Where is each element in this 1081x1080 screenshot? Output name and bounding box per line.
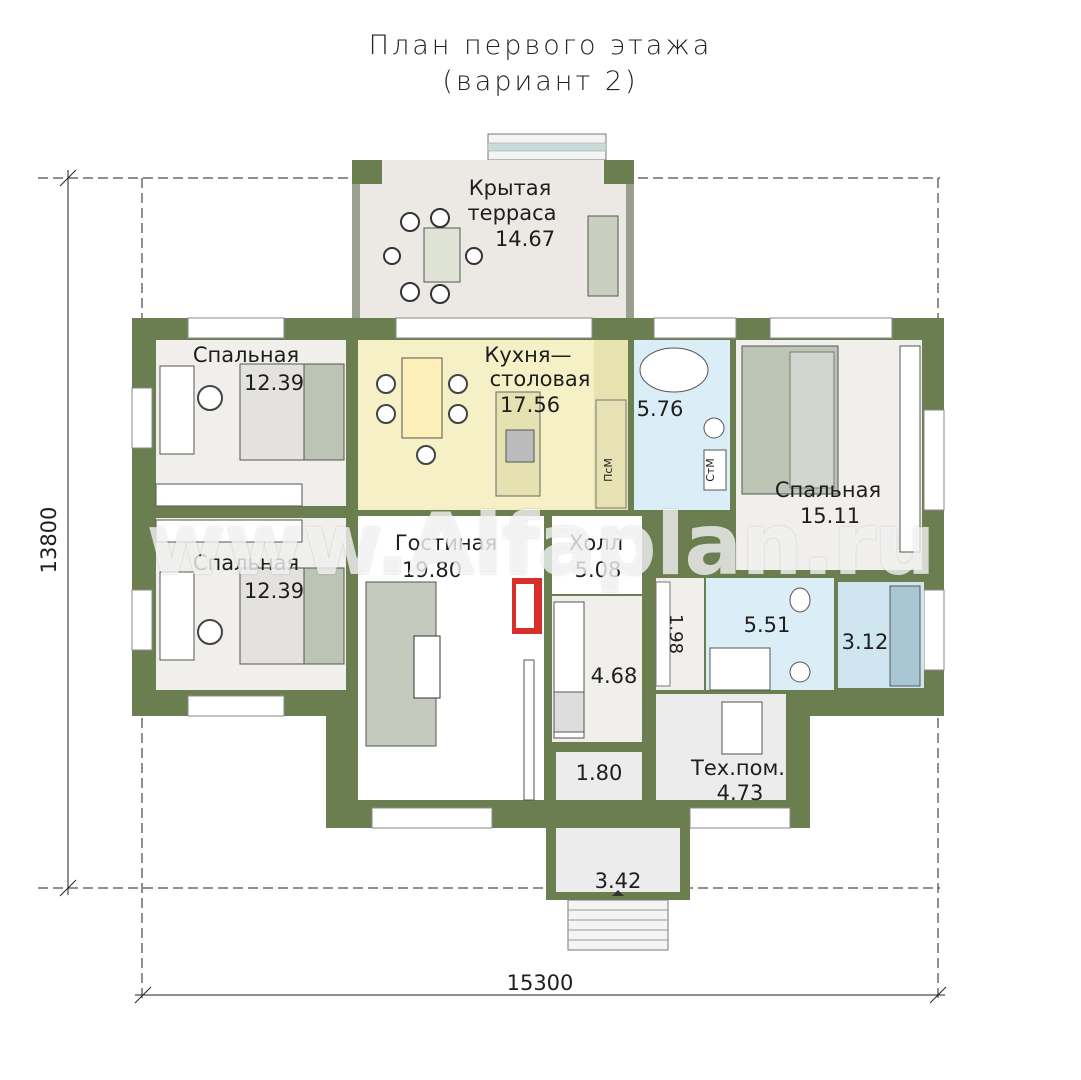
- kitchen-floor: [358, 340, 594, 510]
- vestibule-area: 1.80: [576, 761, 623, 785]
- bedroom-top-left-area: 12.39: [244, 371, 304, 395]
- tech-name: Тех.пом.: [690, 756, 785, 780]
- bedroom-bottom-left-name: Спальная: [193, 551, 299, 575]
- hall-name: Холл: [569, 531, 623, 555]
- bedroom-top-left-name: Спальная: [193, 343, 299, 367]
- sauna-area: 3.12: [842, 630, 889, 654]
- plan-title-line2: (вариант 2): [442, 66, 639, 97]
- porch-area: 3.42: [595, 869, 642, 893]
- plan-title-line1: План первого этажа: [368, 30, 713, 61]
- bath2-area: 5.51: [744, 613, 791, 637]
- bedroom-right-area: 15.11: [800, 504, 860, 528]
- terrace-name-2: терраса: [467, 201, 556, 225]
- kitchen-name-1: Кухня—: [484, 343, 571, 367]
- terrace-area: 14.67: [495, 227, 555, 251]
- bedroom-right-name: Спальная: [775, 478, 881, 502]
- hall-area: 5.08: [575, 558, 622, 582]
- living-area: 19.80: [402, 558, 462, 582]
- tech-area: 4.73: [717, 781, 764, 805]
- pantry-area: 1.98: [665, 614, 686, 654]
- tech-floor: [656, 694, 786, 800]
- living-name: Гостиная: [395, 531, 497, 555]
- closet-area: 4.68: [591, 664, 638, 688]
- kitchen-name-2: столовая: [490, 367, 591, 391]
- dimension-width: 15300: [507, 971, 574, 995]
- kitchen-area: 17.56: [500, 393, 560, 417]
- dishwasher-label: ПсМ: [602, 458, 615, 482]
- terrace-name-1: Крытая: [469, 176, 552, 200]
- bedroom-bottom-left-area: 12.39: [244, 579, 304, 603]
- dimension-height: 13800: [37, 507, 61, 574]
- watermark: www.Alfaplan.ru: [146, 495, 936, 595]
- bathroom-area: 5.76: [637, 397, 684, 421]
- porch-floor: [556, 828, 680, 892]
- washer-label: СтМ: [704, 458, 717, 482]
- vestibule-floor: [556, 752, 642, 800]
